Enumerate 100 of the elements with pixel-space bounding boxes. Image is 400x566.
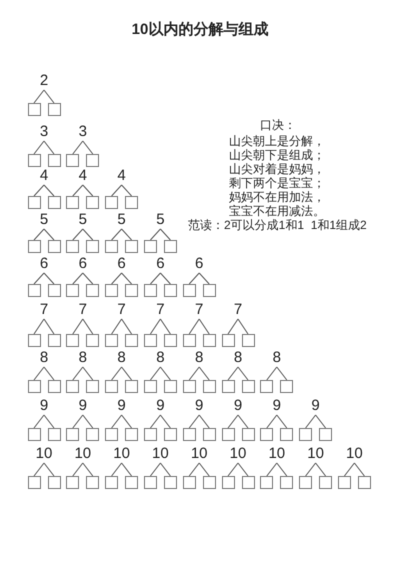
connector-line — [44, 140, 54, 154]
answer-box — [280, 476, 294, 489]
connector-line — [188, 272, 200, 284]
answer-box — [202, 380, 216, 393]
connector-line — [34, 272, 44, 284]
connector-line — [121, 462, 132, 476]
answer-box — [105, 428, 118, 441]
connector-line — [72, 272, 84, 284]
number-label: 10 — [70, 446, 95, 462]
answer-box — [66, 154, 80, 167]
connector-line — [150, 318, 161, 334]
answer-box — [182, 380, 196, 393]
connector-line — [238, 462, 248, 476]
number-label: 7 — [187, 302, 212, 318]
answer-box — [164, 476, 177, 489]
answer-box — [48, 196, 60, 209]
rhyme-line: 山尖朝上是分解， — [229, 134, 325, 148]
connector-line — [111, 184, 122, 196]
connector-line — [111, 228, 122, 240]
number-label: 9 — [110, 398, 134, 414]
connector-line — [82, 228, 94, 240]
connector-line — [82, 462, 94, 476]
answer-box — [202, 476, 216, 489]
answer-box — [125, 476, 138, 489]
answer-box — [66, 334, 80, 347]
connector-line — [228, 414, 238, 428]
number-label: 5 — [70, 212, 95, 228]
answer-box — [105, 476, 118, 489]
connector-line — [111, 366, 122, 380]
rhyme-heading: 口决： — [260, 118, 296, 132]
number-label: 7 — [110, 302, 134, 318]
connector-line — [82, 140, 94, 154]
answer-box — [28, 240, 40, 253]
connector-line — [198, 462, 210, 476]
answer-box — [86, 334, 100, 347]
connector-line — [266, 414, 278, 428]
connector-line — [160, 414, 171, 428]
connector-line — [238, 318, 248, 334]
connector-line — [34, 414, 44, 428]
number-label: 2 — [32, 73, 56, 89]
answer-box — [260, 380, 274, 393]
answer-box — [182, 428, 196, 441]
connector-line — [72, 184, 84, 196]
connector-line — [188, 318, 200, 334]
connector-line — [315, 414, 326, 428]
answer-box — [222, 476, 234, 489]
connector-line — [82, 366, 94, 380]
answer-box — [28, 476, 40, 489]
number-label: 4 — [32, 168, 56, 184]
connector-line — [188, 462, 200, 476]
answer-box — [48, 428, 60, 441]
answer-box — [48, 240, 60, 253]
answer-box — [222, 334, 234, 347]
answer-box — [260, 428, 274, 441]
answer-box — [222, 428, 234, 441]
connector-line — [121, 414, 132, 428]
answer-box — [125, 284, 138, 297]
number-label: 8 — [70, 350, 95, 366]
connector-line — [160, 272, 171, 284]
connector-line — [228, 462, 238, 476]
number-label: 9 — [187, 398, 212, 414]
answer-box — [105, 284, 118, 297]
number-label: 10 — [304, 446, 328, 462]
number-label: 10 — [110, 446, 134, 462]
connector-line — [82, 414, 94, 428]
connector-line — [34, 462, 44, 476]
answer-box — [86, 476, 100, 489]
connector-line — [44, 462, 54, 476]
answer-box — [125, 428, 138, 441]
number-label: 10 — [342, 446, 366, 462]
connector-line — [34, 140, 44, 154]
number-label: 7 — [226, 302, 250, 318]
answer-box — [242, 380, 254, 393]
answer-box — [86, 284, 100, 297]
connector-line — [160, 366, 171, 380]
number-label: 7 — [32, 302, 56, 318]
answer-box — [28, 380, 40, 393]
number-label: 5 — [110, 212, 134, 228]
connector-line — [276, 462, 288, 476]
connector-line — [188, 366, 200, 380]
connector-line — [315, 462, 326, 476]
answer-box — [125, 334, 138, 347]
answer-box — [48, 103, 60, 116]
connector-line — [44, 272, 54, 284]
number-label: 5 — [148, 212, 172, 228]
number-label: 9 — [304, 398, 328, 414]
answer-box — [125, 380, 138, 393]
connector-line — [44, 228, 54, 240]
number-label: 6 — [148, 256, 172, 272]
number-label: 8 — [148, 350, 172, 366]
connector-line — [276, 414, 288, 428]
answer-box — [48, 380, 60, 393]
answer-box — [164, 334, 177, 347]
connector-line — [160, 462, 171, 476]
answer-box — [105, 240, 118, 253]
connector-line — [34, 318, 44, 334]
number-label: 8 — [226, 350, 250, 366]
number-label: 10 — [187, 446, 212, 462]
connector-line — [354, 462, 365, 476]
answer-box — [182, 476, 196, 489]
